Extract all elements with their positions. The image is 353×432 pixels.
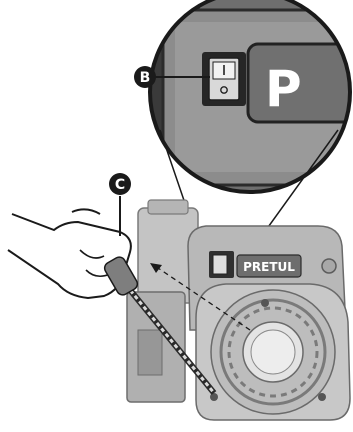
engine-brand-label: PRETUL bbox=[243, 260, 295, 274]
callout-c: C bbox=[109, 173, 131, 236]
zoom-brand-letter: P bbox=[265, 60, 302, 118]
callout-b-label: B bbox=[140, 70, 151, 86]
engine-illustration: PRETUL bbox=[127, 200, 350, 420]
rocker-switch-icon bbox=[213, 255, 227, 274]
zoom-inset: P bbox=[140, 0, 353, 200]
callout-c-label: C bbox=[115, 177, 125, 193]
